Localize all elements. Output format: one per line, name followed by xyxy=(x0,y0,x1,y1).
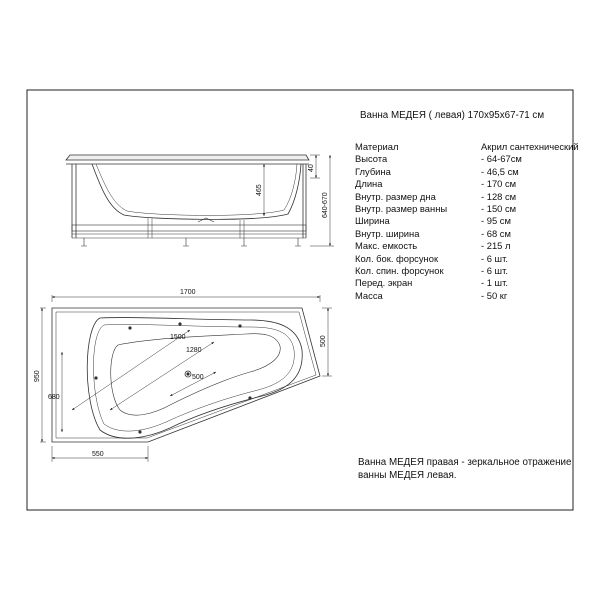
spec-value: - 95 см xyxy=(481,215,511,227)
spec-value: - 46,5 см xyxy=(481,165,519,177)
dim-width-label: 950 xyxy=(34,370,41,382)
dim-rim-label: 40 xyxy=(308,164,315,172)
spec-label: Ширина xyxy=(355,215,390,227)
spec-label: Масса xyxy=(355,289,383,301)
spec-label: Длина xyxy=(355,178,383,190)
top-view xyxy=(51,307,321,443)
side-view-dimensions xyxy=(263,154,334,247)
dim-bottom-length-label: 1280 xyxy=(186,347,202,354)
spec-value: - 50 кг xyxy=(481,289,508,301)
dim-right-side-label: 500 xyxy=(320,335,327,347)
spec-value: - 1 шт. xyxy=(481,277,508,289)
spec-value: - 215 л xyxy=(481,240,511,252)
spec-label: Высота xyxy=(355,153,388,165)
spec-row: Глубина - 46,5 см xyxy=(355,166,580,178)
spec-label: Глубина xyxy=(355,165,391,177)
spec-row: Масса - 50 кг xyxy=(355,290,580,302)
dim-depth-label: 465 xyxy=(256,184,263,196)
spec-label: Перед. экран xyxy=(355,277,413,289)
spec-value: - 150 см xyxy=(481,202,517,214)
dim-height-label: 640-670 xyxy=(322,192,329,218)
spec-value: - 128 см xyxy=(481,190,517,202)
spec-row: Внутр. размер дна - 128 см xyxy=(355,191,580,203)
spec-row: Материал Акрил сантехнический xyxy=(355,141,580,153)
dim-inner-length-label: 1500 xyxy=(170,334,186,341)
spec-value: - 6 шт. xyxy=(481,264,508,276)
dim-length-label: 1700 xyxy=(180,289,196,296)
spec-row: Кол. спин. форсунок - 6 шт. xyxy=(355,265,580,277)
spec-label: Материал xyxy=(355,141,399,152)
spec-row: Макс. емкость - 215 л xyxy=(355,240,580,252)
dim-bottom-short-label: 550 xyxy=(92,451,104,458)
spec-value: - 68 см xyxy=(481,227,511,239)
spec-row: Высота - 64-67см xyxy=(355,153,580,165)
spec-label: Внутр. ширина xyxy=(355,227,420,239)
spec-row: Перед. экран - 1 шт. xyxy=(355,277,580,289)
spec-label: Макс. емкость xyxy=(355,240,418,252)
spec-row: Ширина - 95 см xyxy=(355,215,580,227)
top-view-dimensions xyxy=(40,295,332,462)
spec-label: Кол. спин. форсунок xyxy=(355,264,444,276)
dim-inner-radius-label: 500 xyxy=(192,374,204,381)
spec-label: Кол. бок. форсунок xyxy=(355,252,439,264)
spec-row: Внутр. ширина - 68 см xyxy=(355,228,580,240)
product-title: Ванна МЕДЕЯ ( левая) 170х95х67-71 см xyxy=(360,110,545,121)
spec-value: - 170 см xyxy=(481,178,517,190)
spec-row: Кол. бок. форсунок - 6 шт. xyxy=(355,253,580,265)
mirror-note: Ванна МЕДЕЯ правая - зеркальное отражени… xyxy=(358,457,572,481)
side-view xyxy=(65,154,310,247)
spec-value: Акрил сантехнический xyxy=(481,141,579,152)
spec-row: Внутр. размер ванны - 150 см xyxy=(355,203,580,215)
spec-value: - 64-67см xyxy=(481,153,522,165)
dim-left-inner-label: 680 xyxy=(48,394,60,401)
spec-label: Внутр. размер ванны xyxy=(355,202,448,214)
drawing-frame xyxy=(26,89,574,511)
spec-label: Внутр. размер дна xyxy=(355,190,436,202)
spec-row: Длина - 170 см xyxy=(355,178,580,190)
spec-value: - 6 шт. xyxy=(481,252,508,264)
